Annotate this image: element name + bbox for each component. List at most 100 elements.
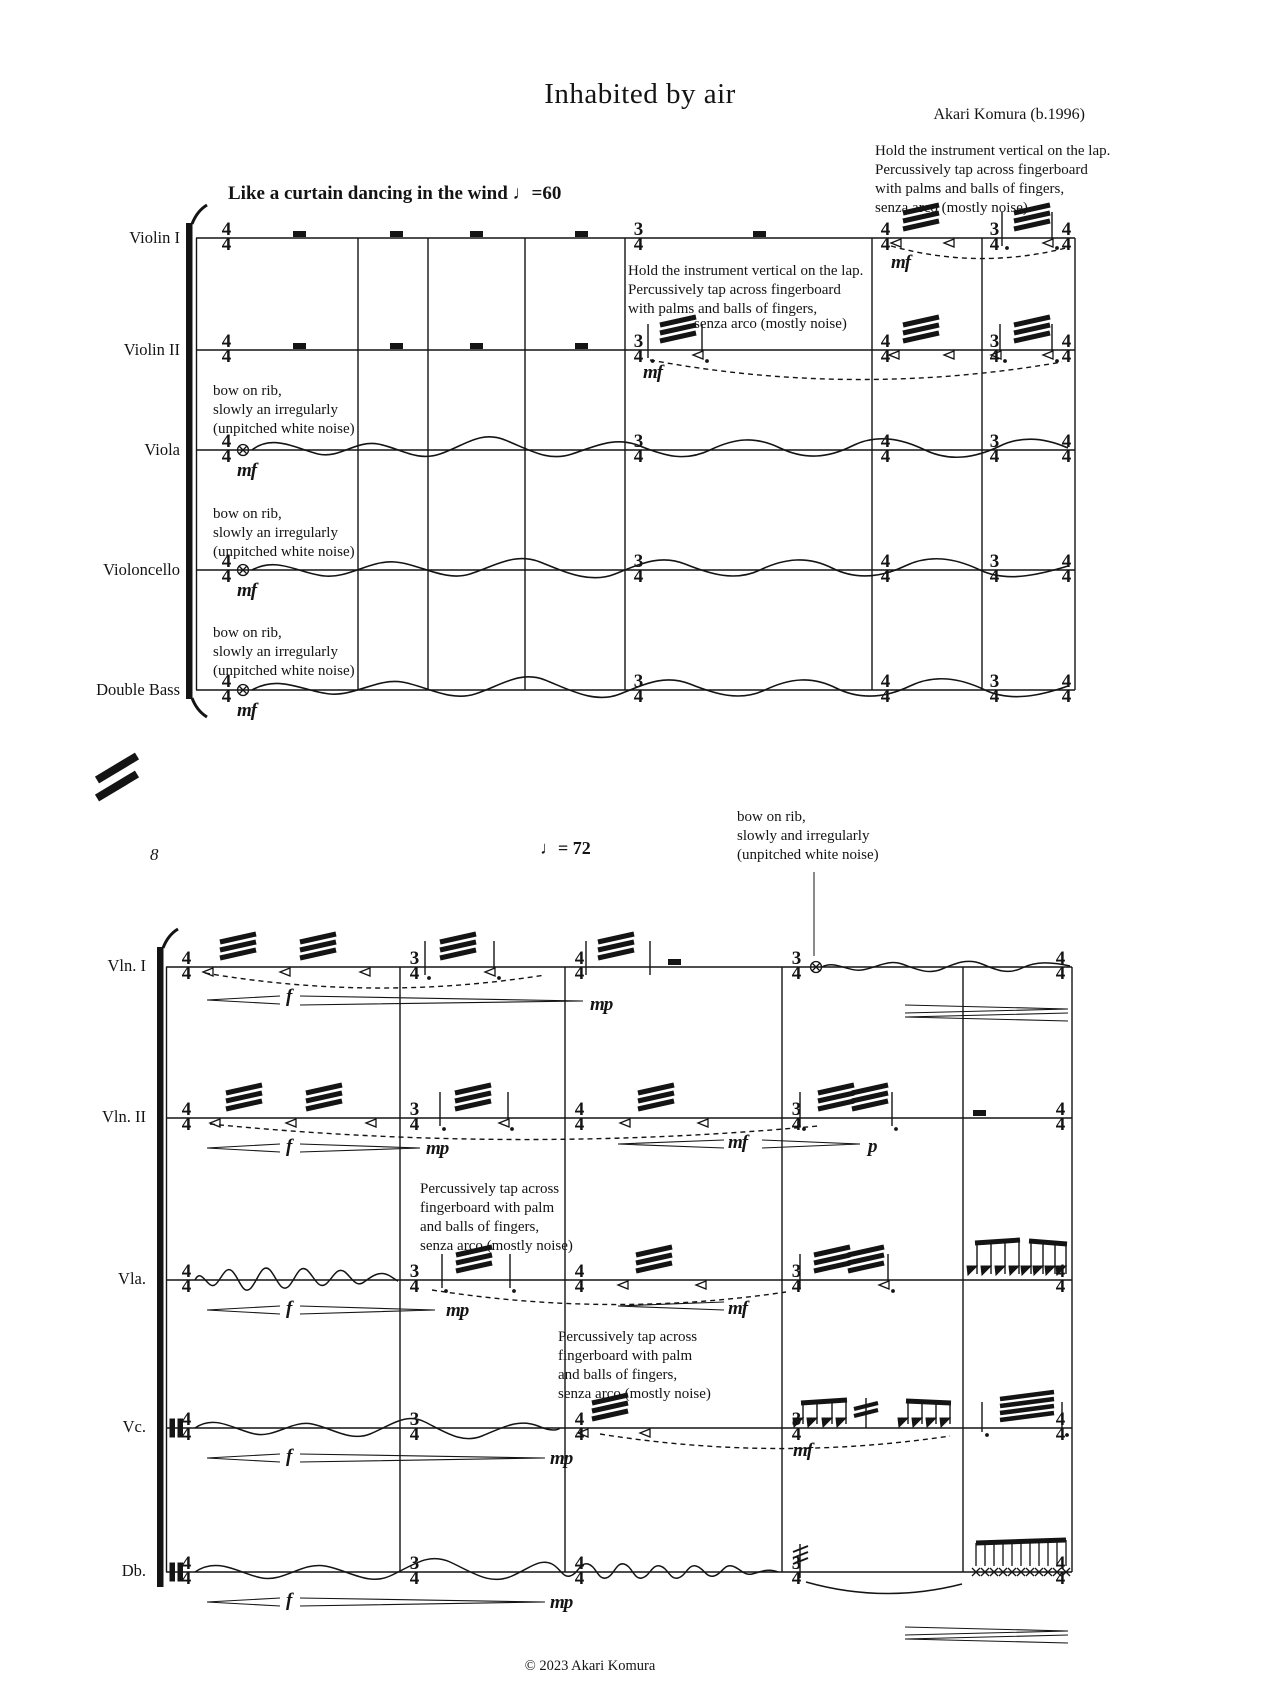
instrument-label-vln1: Vln. I (107, 956, 147, 975)
time-signature: 4 4 (574, 1553, 585, 1589)
beamed-group (1020, 1238, 1068, 1276)
time-signature: 4 4 (181, 1409, 192, 1445)
instrument-label-vc: Vc. (122, 1417, 146, 1436)
tempo-marking-2: ♩= 72 (540, 838, 591, 858)
time-signature: 3 4 (791, 1099, 802, 1135)
time-signature: 4 4 (1061, 331, 1072, 367)
time-signature: 4 4 (181, 1261, 192, 1297)
perf-note-violin1: Hold the instrument vertical on the lap.… (875, 143, 1111, 216)
dynamic-f: f (286, 1136, 292, 1157)
system-bracket (186, 203, 208, 719)
hairpins (206, 1139, 861, 1153)
vln2-s2-figures (206, 1085, 986, 1153)
beamed-x-group (971, 1537, 1071, 1577)
perf-note-violin2-senza: senza arco (mostly noise) (694, 316, 847, 332)
instrument-label-viola: Viola (144, 440, 180, 459)
hairpins (206, 995, 1069, 1022)
system-2 (157, 872, 1073, 1644)
beamed-group (792, 1397, 848, 1428)
system-bracket (157, 927, 179, 1587)
dynamic-mf: mf (237, 700, 257, 721)
bass-noise-line (236, 676, 1069, 699)
viola-noise-line (236, 436, 1069, 459)
dashed-slur (890, 245, 1067, 260)
dashed-slur (649, 359, 1063, 381)
dynamic-mf: mf (237, 460, 257, 481)
time-signature: 4 4 (221, 219, 232, 255)
beamed-group (897, 1398, 952, 1428)
page-title: Inhabited by air (544, 78, 736, 110)
instrument-label-db: Db. (121, 1561, 146, 1580)
vla-s2-figures (194, 1237, 1068, 1315)
time-signature: 3 4 (791, 948, 802, 984)
perf-note-vc-s2: Percussively tap across fingerboard with… (558, 1329, 711, 1402)
dynamic-f: f (286, 1446, 292, 1467)
tempo-marking: Like a curtain dancing in the wind ♩=60 (228, 183, 562, 204)
violin1-figures (890, 205, 1067, 260)
dynamic-p: p (868, 1136, 877, 1157)
time-signature: 3 4 (989, 331, 1000, 367)
db-s2-figures (194, 1537, 1071, 1644)
time-signature: 3 4 (791, 1409, 802, 1445)
perf-note-violin2: Hold the instrument vertical on the lap.… (628, 263, 864, 317)
time-signature: 4 4 (221, 331, 232, 367)
tie-slur (805, 1581, 963, 1595)
time-signature: 4 4 (574, 948, 585, 984)
time-signature: 3 4 (989, 551, 1000, 587)
dynamic-f: f (286, 1298, 292, 1319)
time-signature: 3 4 (791, 1261, 802, 1297)
time-signature: 3 4 (409, 1553, 420, 1589)
beamed-group (966, 1237, 1021, 1276)
time-signature: 3 4 (989, 671, 1000, 707)
instrument-label-vln2: Vln. II (102, 1107, 146, 1126)
time-signature: 3 4 (633, 671, 644, 707)
dashed-slur (209, 1123, 819, 1141)
perf-note-bass: bow on rib, slowly an irregularly (unpit… (213, 625, 355, 679)
time-signature: 4 4 (574, 1409, 585, 1445)
perf-note-cello: bow on rib, slowly an irregularly (unpit… (213, 506, 355, 560)
violin2-figures (647, 317, 1063, 381)
dashed-slur (431, 1289, 787, 1306)
system-separator-icon (94, 752, 140, 802)
time-signature: 4 4 (1061, 671, 1072, 707)
time-signature: 3 4 (409, 1409, 420, 1445)
staff-lines (196, 237, 1075, 691)
time-signature: 3 4 (633, 331, 644, 367)
dynamic-f: f (286, 1590, 292, 1611)
hairpins (206, 1453, 546, 1463)
composer: Akari Komura (b.1996) (933, 106, 1085, 123)
time-signature: 4 4 (221, 551, 232, 587)
time-signature: 4 4 (574, 1261, 585, 1297)
barlines (399, 967, 1073, 1572)
time-signature: 3 4 (633, 551, 644, 587)
dynamic-mp: mp (426, 1138, 449, 1159)
dynamic-mp: mp (550, 1592, 573, 1613)
time-signature: 4 4 (181, 1553, 192, 1589)
x-noteheads (971, 1567, 1071, 1577)
time-signature: 3 4 (989, 219, 1000, 255)
time-signature: 4 4 (221, 431, 232, 467)
time-signature: 4 4 (181, 1099, 192, 1135)
perf-note-vln1-s2: bow on rib, slowly and irregularly (unpi… (737, 809, 879, 863)
time-signature: 4 4 (880, 431, 891, 467)
dynamic-mf: mf (728, 1132, 748, 1153)
instrument-label-violin1: Violin I (129, 228, 180, 247)
time-signature: 3 4 (409, 1099, 420, 1135)
time-signature: 3 4 (409, 948, 420, 984)
noise-wavy-line (194, 1267, 399, 1291)
dynamic-mp: mp (590, 994, 613, 1015)
vln1-s2-figures (202, 872, 1071, 1022)
time-signature: 4 4 (574, 1099, 585, 1135)
dynamic-mf: mf (728, 1298, 748, 1319)
copyright: © 2023 Akari Komura (524, 1658, 656, 1674)
instrument-label-cello: Violoncello (103, 560, 180, 579)
dynamic-mp: mp (446, 1300, 469, 1321)
dynamic-mf: mf (891, 252, 911, 273)
time-signature: 4 4 (1061, 551, 1072, 587)
time-signature: 4 4 (1061, 219, 1072, 255)
time-signature: 4 4 (1055, 1409, 1066, 1445)
hairpins (206, 1597, 1069, 1644)
